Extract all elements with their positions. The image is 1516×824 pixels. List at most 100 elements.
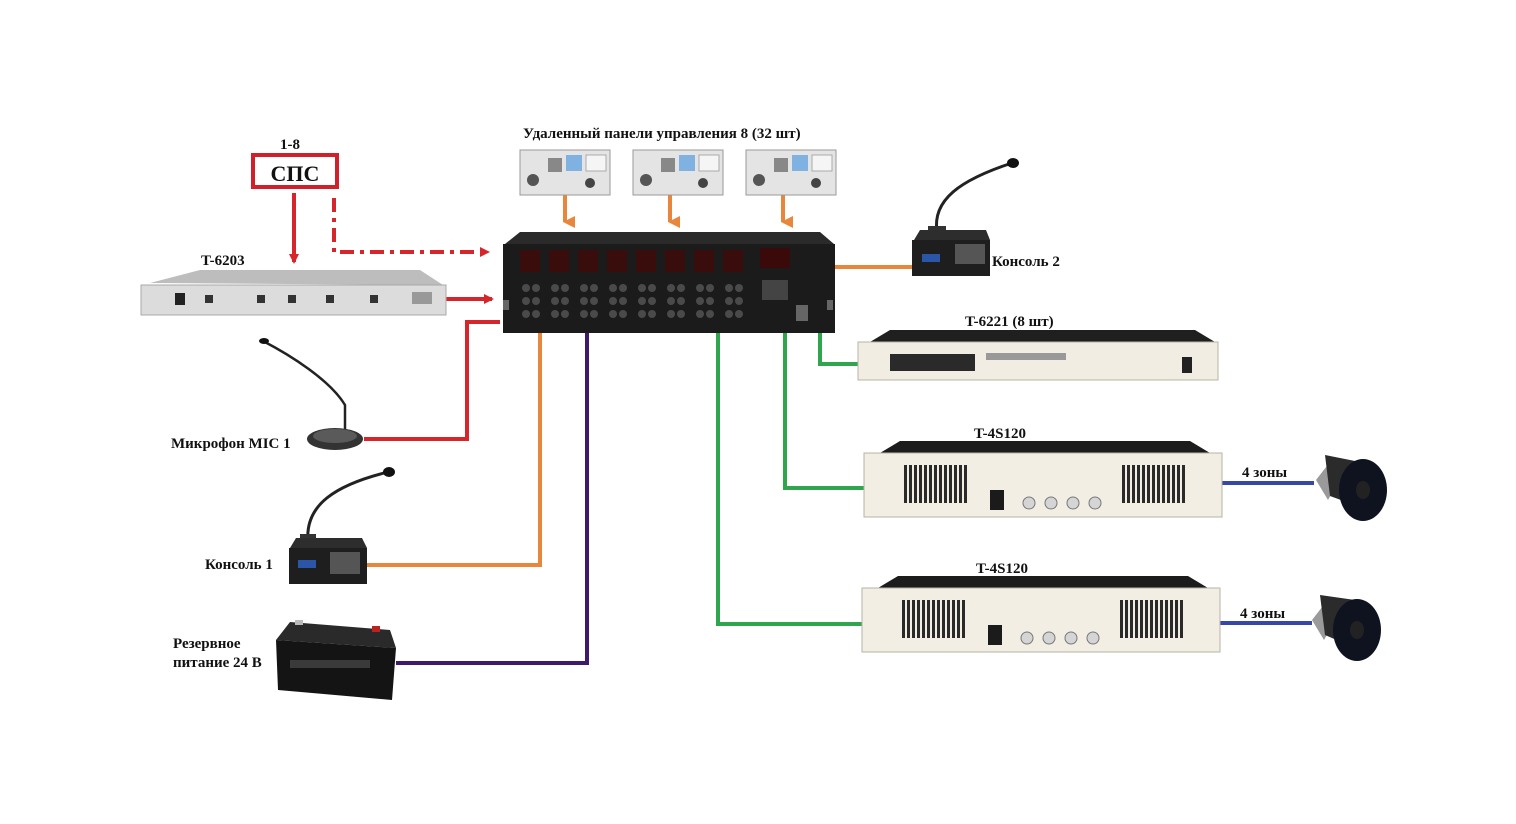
channel-knob bbox=[590, 284, 598, 292]
channel-display bbox=[549, 250, 569, 272]
volume-knob bbox=[1042, 631, 1056, 645]
vent-slot bbox=[1152, 465, 1155, 503]
channel-knob bbox=[609, 284, 617, 292]
vent-slot bbox=[1137, 465, 1140, 503]
channel-knob bbox=[590, 297, 598, 305]
channel-knob bbox=[522, 297, 530, 305]
channel-knob bbox=[735, 310, 743, 318]
battery-label-line1: Резервное bbox=[173, 636, 241, 652]
channel-display bbox=[636, 250, 656, 272]
vent-slot bbox=[909, 465, 912, 503]
vent-slot bbox=[1175, 600, 1178, 638]
vent-slot bbox=[1150, 600, 1153, 638]
battery-label-line2: питание 24 В bbox=[173, 655, 262, 671]
vent-slot bbox=[1147, 465, 1150, 503]
channel-knob bbox=[619, 297, 627, 305]
power-amplifier-icon bbox=[861, 576, 1221, 653]
cd-player-icon bbox=[857, 330, 1219, 381]
vent-slot bbox=[922, 600, 925, 638]
channel-knob bbox=[648, 297, 656, 305]
rack-unit-icon bbox=[140, 270, 447, 316]
vent-slot bbox=[944, 465, 947, 503]
vent-slot bbox=[902, 600, 905, 638]
vent-slot bbox=[1172, 465, 1175, 503]
channel-display bbox=[578, 250, 598, 272]
vent-slot bbox=[1140, 600, 1143, 638]
channel-knob bbox=[522, 310, 530, 318]
vent-slot bbox=[1130, 600, 1133, 638]
channel-knob bbox=[677, 284, 685, 292]
channel-knob bbox=[725, 284, 733, 292]
matrix-to-amp1-wire bbox=[783, 333, 864, 490]
vent-slot bbox=[1125, 600, 1128, 638]
channel-knob bbox=[522, 284, 530, 292]
channel-knob bbox=[551, 297, 559, 305]
channel-knob bbox=[580, 310, 588, 318]
channel-display bbox=[723, 250, 743, 272]
vent-slot bbox=[932, 600, 935, 638]
volume-knob bbox=[1088, 496, 1102, 510]
mic1-to-matrix-wire bbox=[364, 320, 500, 441]
vent-slot bbox=[957, 600, 960, 638]
volume-knob bbox=[1064, 631, 1078, 645]
vent-slot bbox=[904, 465, 907, 503]
remote-control-panel-icon bbox=[632, 149, 724, 196]
vent-slot bbox=[959, 465, 962, 503]
gooseneck-microphone-icon bbox=[259, 338, 363, 450]
vent-slot bbox=[1162, 465, 1165, 503]
channel-knob bbox=[677, 310, 685, 318]
battery-icon bbox=[276, 620, 396, 700]
volume-knob bbox=[1086, 631, 1100, 645]
vent-slot bbox=[949, 465, 952, 503]
channel-knob bbox=[561, 310, 569, 318]
vent-slot bbox=[1157, 465, 1160, 503]
channel-knob bbox=[619, 310, 627, 318]
sps-label: СПС bbox=[270, 161, 320, 186]
zones1-label: 4 зоны bbox=[1242, 465, 1287, 481]
channel-knob bbox=[532, 297, 540, 305]
vent-slot bbox=[927, 600, 930, 638]
vent-slot bbox=[1120, 600, 1123, 638]
vent-slot bbox=[1155, 600, 1158, 638]
channel-display bbox=[665, 250, 685, 272]
vent-slot bbox=[1180, 600, 1183, 638]
vent-slot bbox=[952, 600, 955, 638]
vent-slot bbox=[934, 465, 937, 503]
channel-knob bbox=[580, 297, 588, 305]
console2-label: Консоль 2 bbox=[992, 254, 1060, 270]
horn-speaker-icon bbox=[1312, 595, 1381, 661]
channel-knob bbox=[667, 284, 675, 292]
battery-to-matrix-wire bbox=[396, 333, 589, 665]
vent-slot bbox=[1167, 465, 1170, 503]
vent-slot bbox=[939, 465, 942, 503]
vent-slot bbox=[964, 465, 967, 503]
vent-slot bbox=[962, 600, 965, 638]
vent-slot bbox=[917, 600, 920, 638]
amp1-label: T-4S120 bbox=[974, 426, 1026, 442]
channel-knob bbox=[648, 284, 656, 292]
console1-to-matrix-wire bbox=[367, 333, 542, 567]
channel-knob bbox=[696, 310, 704, 318]
vent-slot bbox=[1127, 465, 1130, 503]
vent-slot bbox=[1170, 600, 1173, 638]
channel-knob bbox=[735, 284, 743, 292]
vent-slot bbox=[929, 465, 932, 503]
vent-slot bbox=[1160, 600, 1163, 638]
zones2-label: 4 зоны bbox=[1240, 606, 1285, 622]
channel-knob bbox=[735, 297, 743, 305]
remote-control-panel-icon bbox=[745, 149, 837, 196]
volume-knob bbox=[1044, 496, 1058, 510]
channel-knob bbox=[638, 297, 646, 305]
channel-knob bbox=[706, 310, 714, 318]
remote-control-panel-icon bbox=[519, 149, 611, 196]
channel-knob bbox=[609, 310, 617, 318]
channel-knob bbox=[590, 310, 598, 318]
channel-knob bbox=[648, 310, 656, 318]
vent-slot bbox=[1182, 465, 1185, 503]
vent-slot bbox=[942, 600, 945, 638]
vent-slot bbox=[1132, 465, 1135, 503]
vent-slot bbox=[937, 600, 940, 638]
channel-knob bbox=[638, 284, 646, 292]
volume-knob bbox=[1022, 496, 1036, 510]
